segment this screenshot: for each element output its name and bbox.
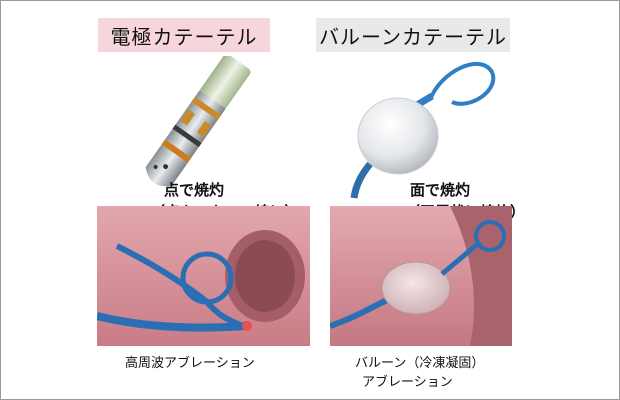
balloon-catheter-image (350, 61, 496, 199)
surface-ablation-caption: 面で焼灼 (410, 181, 471, 199)
cryo-ablation-scene-image (330, 206, 512, 346)
balloon-catheter-title: バルーンカテーテル (316, 18, 510, 52)
cryo-ablation-label-line2: アブレーション (362, 375, 453, 390)
rf-ablation-scene-image (97, 206, 310, 346)
rf-ablation-label: 高周波アブレーション (125, 356, 255, 371)
point-ablation-caption: 点で焼灼 (164, 181, 225, 199)
cryo-ablation-label-line1: バルーン（冷凍凝固） (355, 356, 485, 371)
electrode-catheter-image (145, 56, 251, 187)
electrode-catheter-title: 電極カテーテル (98, 18, 270, 52)
